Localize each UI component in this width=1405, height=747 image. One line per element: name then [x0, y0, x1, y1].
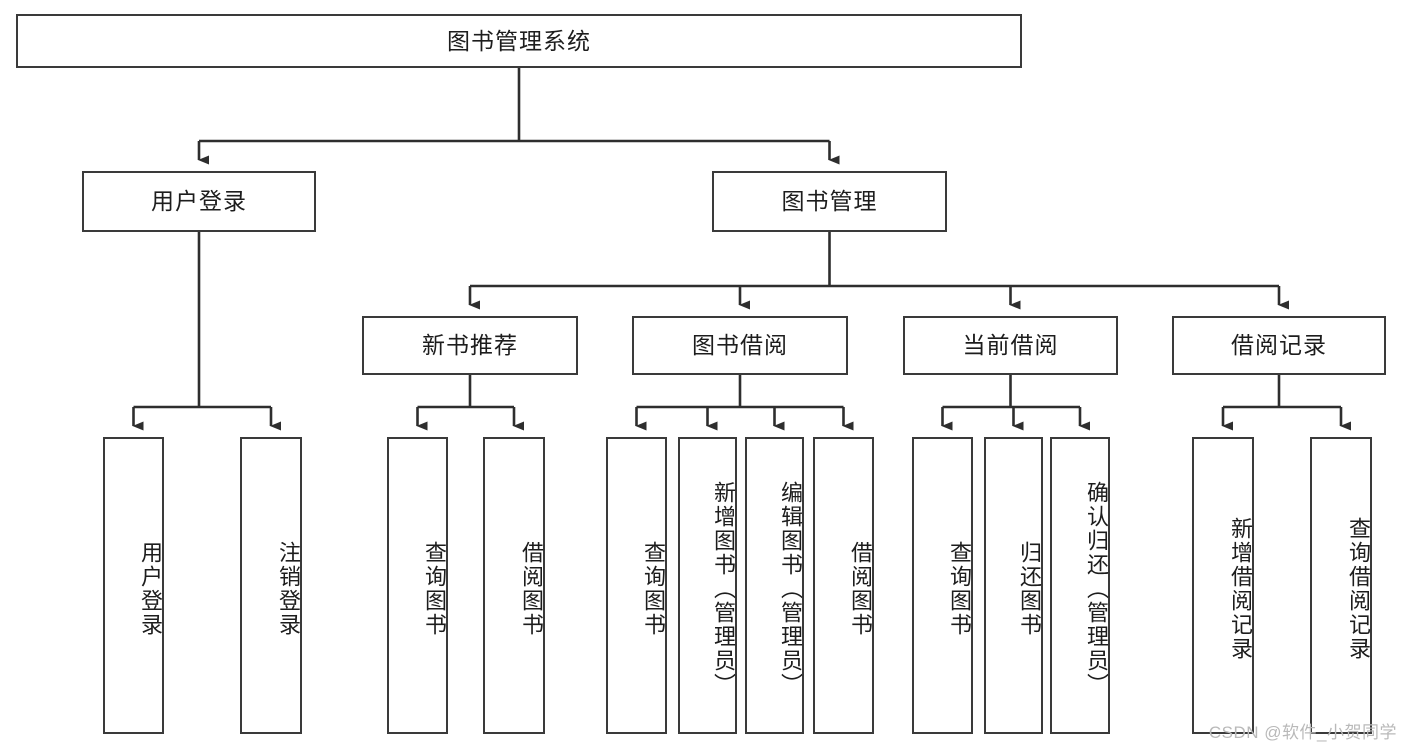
node-leaf-br-query[interactable]: 查询借阅记录 [1310, 437, 1372, 734]
node-label: 查询图书 [641, 540, 666, 637]
node-label: 借阅记录 [1231, 332, 1327, 359]
node-label: 新增图书（管理员） [711, 480, 736, 697]
node-label: 新增借阅记录 [1228, 516, 1253, 661]
node-book-borrow[interactable]: 图书借阅 [632, 316, 848, 375]
node-leaf-cb-confirm[interactable]: 确认归还（管理员） [1050, 437, 1110, 734]
node-label: 借阅图书 [848, 540, 873, 637]
node-label: 注销登录 [276, 540, 301, 637]
node-label: 当前借阅 [962, 332, 1059, 359]
node-leaf-cb-query[interactable]: 查询图书 [912, 437, 973, 734]
node-leaf-bb-borrow[interactable]: 借阅图书 [813, 437, 874, 734]
node-label: 确认归还（管理员） [1084, 480, 1109, 697]
node-label: 用户登录 [138, 540, 163, 637]
watermark-text: CSDN @软件_小贺同学 [1208, 723, 1397, 742]
node-leaf-br-add[interactable]: 新增借阅记录 [1192, 437, 1254, 734]
node-current-borrow[interactable]: 当前借阅 [903, 316, 1118, 375]
node-root[interactable]: 图书管理系统 [16, 14, 1022, 68]
node-label: 编辑图书（管理员） [778, 480, 803, 697]
node-book-manage[interactable]: 图书管理 [712, 171, 947, 232]
node-label: 借阅图书 [519, 540, 544, 637]
node-label: 查询借阅记录 [1346, 516, 1371, 661]
node-label: 查询图书 [422, 540, 447, 637]
node-leaf-bb-edit[interactable]: 编辑图书（管理员） [745, 437, 804, 734]
node-borrow-record[interactable]: 借阅记录 [1172, 316, 1386, 375]
node-label: 图书管理 [781, 188, 878, 215]
node-leaf-rec-borrow[interactable]: 借阅图书 [483, 437, 545, 734]
node-label: 图书借阅 [692, 332, 788, 359]
node-leaf-user-logout[interactable]: 注销登录 [240, 437, 302, 734]
node-label: 用户登录 [151, 188, 247, 215]
node-label: 图书管理系统 [447, 27, 591, 54]
node-leaf-user-login[interactable]: 用户登录 [103, 437, 164, 734]
node-label: 归还图书 [1017, 540, 1042, 637]
node-leaf-cb-return[interactable]: 归还图书 [984, 437, 1043, 734]
node-leaf-bb-query[interactable]: 查询图书 [606, 437, 667, 734]
node-leaf-rec-query[interactable]: 查询图书 [387, 437, 448, 734]
node-label: 查询图书 [947, 540, 972, 637]
node-new-book-rec[interactable]: 新书推荐 [362, 316, 578, 375]
node-leaf-bb-add[interactable]: 新增图书（管理员） [678, 437, 737, 734]
node-user-login[interactable]: 用户登录 [82, 171, 316, 232]
node-label: 新书推荐 [422, 332, 518, 359]
